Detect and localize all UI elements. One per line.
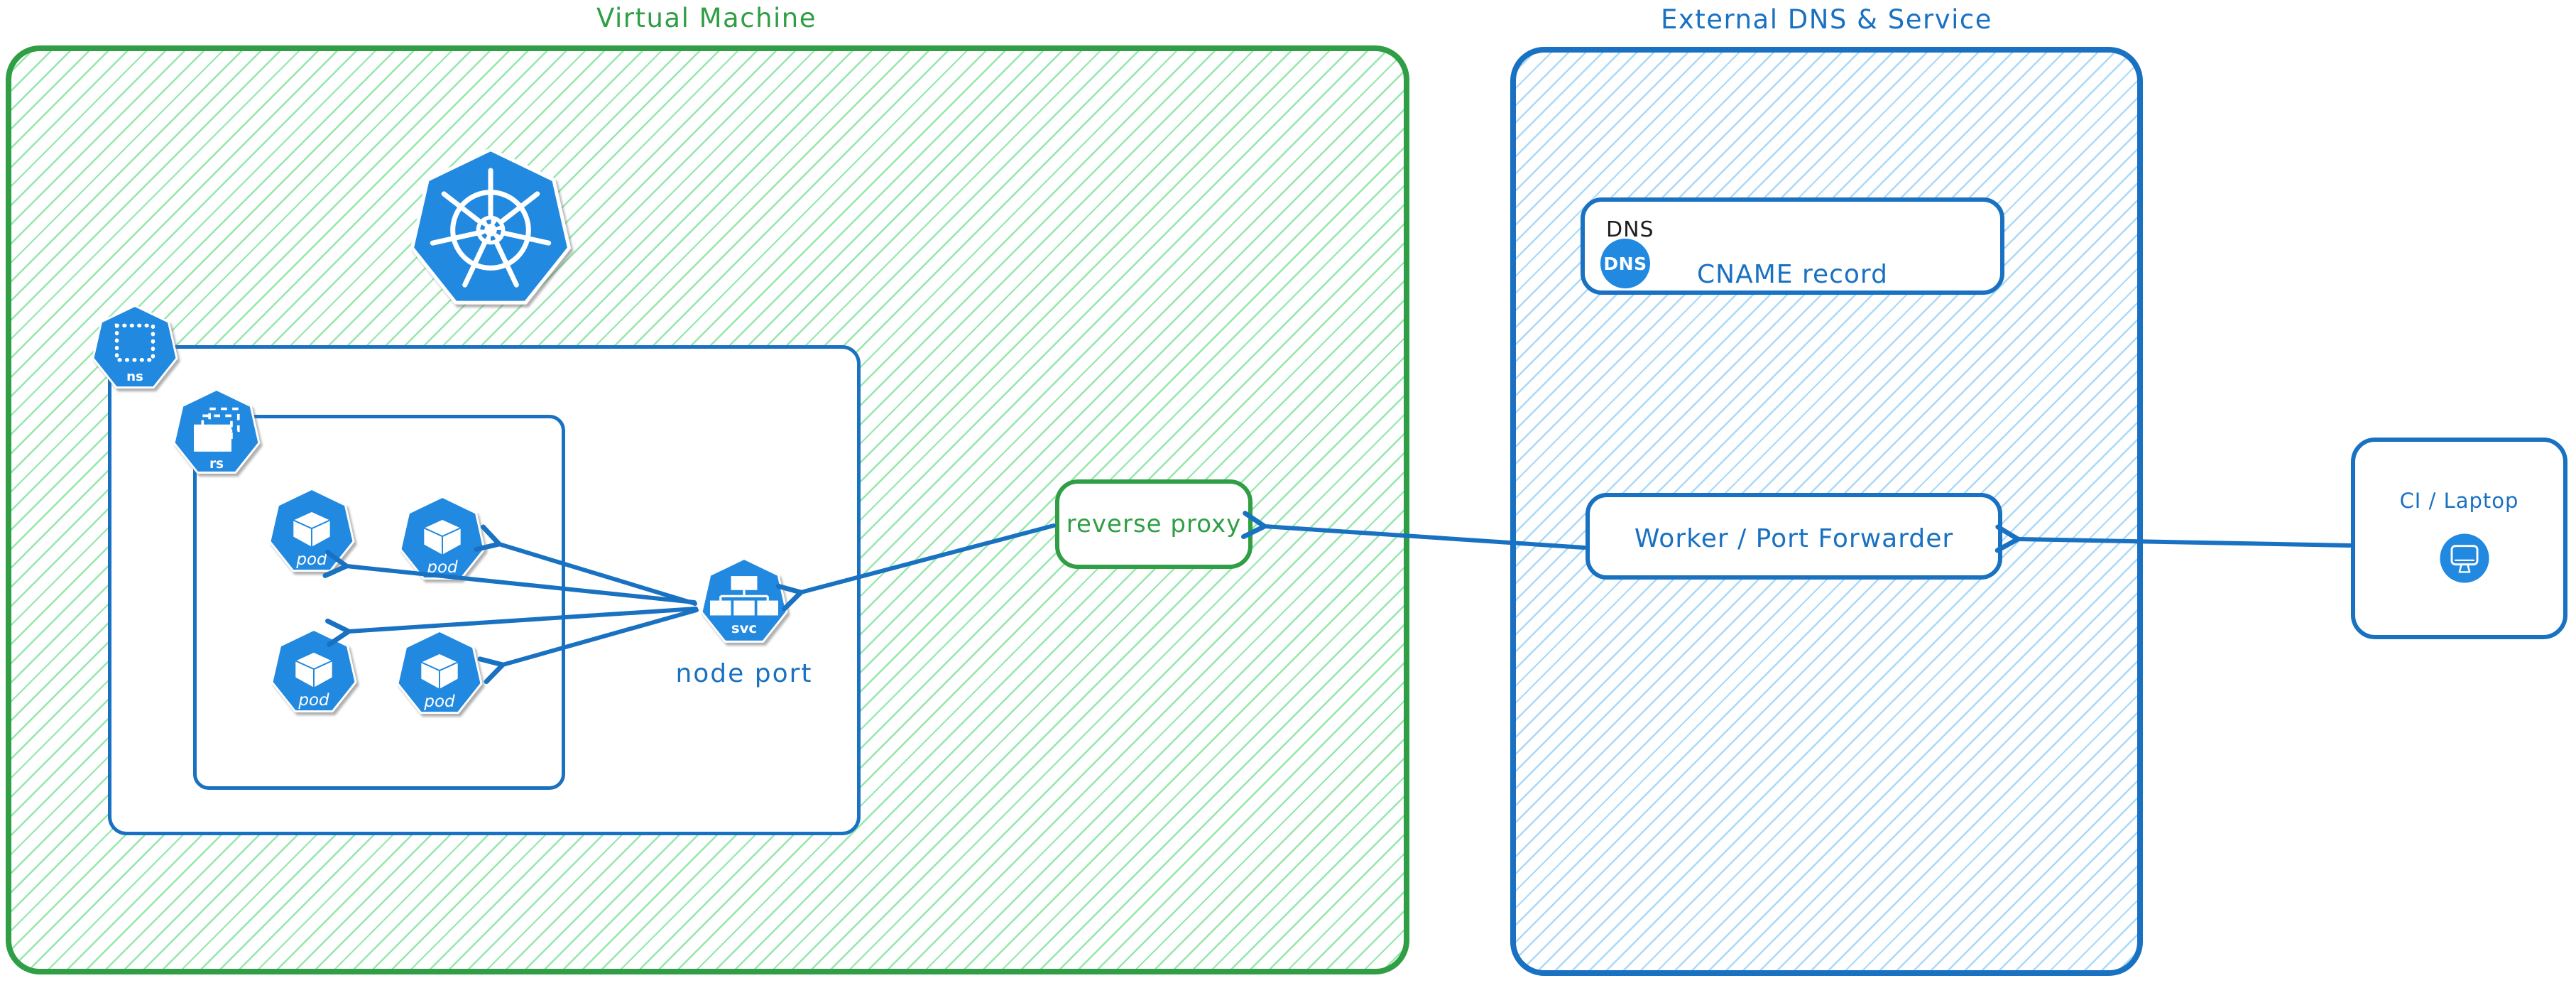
pod-icon: pod [396,629,483,714]
dns-card: DNS DNS CNAME record [1581,197,2004,295]
kubernetes-wheel-icon [410,147,572,305]
ci-laptop-card: CI / Laptop [2351,438,2567,639]
dns-badge-icon: DNS [1600,239,1650,288]
service-icon-label: svc [731,620,757,636]
worker-card: Worker / Port Forwarder [1586,493,2002,580]
service-icon: svc [700,557,788,643]
ci-laptop-label: CI / Laptop [2399,489,2519,513]
dns-badge-text: DNS [1603,253,1647,274]
pod-icon-label: pod [298,691,329,710]
worker-label: Worker / Port Forwarder [1634,524,1954,553]
pod-icon: pod [271,628,357,712]
namespace-icon: ns [92,304,178,389]
pod-icon: pod [268,487,355,572]
reverse-proxy-label: reverse proxy [1066,510,1242,538]
monitor-icon [2440,533,2489,583]
replicaset-icon: rs [173,388,261,474]
dns-tag: DNS [1606,217,1654,242]
pod-icon-label: pod [295,550,327,569]
pod-icon-label: pod [426,558,458,577]
replicaset-icon-label: rs [209,457,224,472]
external-region-title: External DNS & Service [1660,4,1993,35]
pod-icon-label: pod [423,693,455,711]
namespace-icon-label: ns [126,369,143,384]
reverse-proxy-node: reverse proxy [1055,479,1252,569]
pod-icon: pod [399,495,486,580]
vm-region-title: Virtual Machine [596,3,817,33]
cname-record-label: CNAME record [1697,260,1888,289]
node-port-caption: node port [675,659,813,688]
